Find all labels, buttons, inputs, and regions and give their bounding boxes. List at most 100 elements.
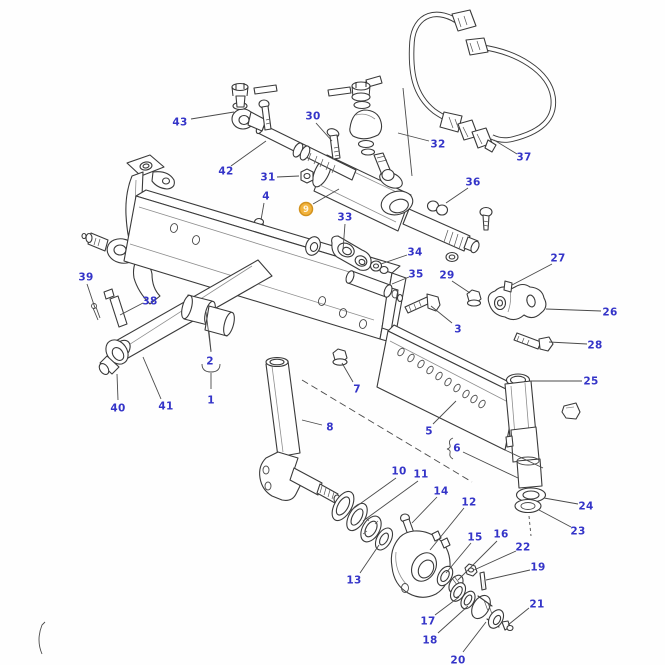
callout-37[interactable]: 37 — [516, 152, 531, 164]
callout-12[interactable]: 12 — [461, 497, 476, 509]
leader-38 — [119, 302, 144, 316]
callout-32[interactable]: 32 — [430, 139, 445, 151]
leader-26 — [545, 308, 602, 312]
callout-38[interactable]: 38 — [142, 296, 157, 308]
left-spindle-art — [91, 259, 273, 375]
clamp-art — [487, 280, 581, 420]
leader-28 — [548, 341, 588, 345]
leader-20 — [462, 621, 487, 653]
callout-42[interactable]: 42 — [218, 166, 233, 178]
callout-15[interactable]: 15 — [467, 532, 482, 544]
hydraulic-hose-art — [408, 9, 557, 153]
leader-32 — [397, 132, 430, 142]
callout-leader-lines — [86, 111, 602, 653]
callout-40[interactable]: 40 — [110, 403, 125, 415]
leader-7 — [341, 362, 354, 383]
leader-24 — [543, 497, 579, 505]
leader-30 — [315, 122, 333, 142]
callout-29[interactable]: 29 — [439, 270, 454, 282]
leader-29 — [451, 280, 471, 294]
trunnion-art — [331, 235, 482, 366]
leader-17 — [434, 596, 460, 616]
callout-11[interactable]: 11 — [413, 469, 428, 481]
highlighted-callout-9-label[interactable]: 9 — [303, 205, 309, 215]
group-brace-6 — [446, 437, 454, 460]
leader-36 — [445, 187, 469, 204]
callout-20[interactable]: 20 — [450, 655, 465, 665]
right-beam-art — [376, 324, 547, 537]
callout-7[interactable]: 7 — [353, 384, 361, 396]
leader-39 — [86, 283, 96, 309]
leader-3 — [430, 305, 453, 324]
hub-assembly-art — [331, 490, 514, 632]
group-bracket-2-1 — [201, 363, 221, 389]
highlighted-callout-9-badge[interactable] — [298, 201, 314, 217]
leader-2 — [205, 311, 212, 353]
callout-26[interactable]: 26 — [602, 307, 617, 319]
leader-12 — [429, 507, 465, 551]
tie-rod-art — [231, 82, 357, 236]
leader-40 — [116, 373, 119, 401]
leader-10 — [349, 477, 397, 512]
callout-34[interactable]: 34 — [407, 247, 422, 259]
callout-24[interactable]: 24 — [578, 501, 593, 513]
callout-35[interactable]: 35 — [408, 269, 423, 281]
callout-17[interactable]: 17 — [420, 616, 435, 628]
callout-30[interactable]: 30 — [305, 111, 320, 123]
callout-43[interactable]: 43 — [172, 117, 187, 129]
leader-34 — [380, 254, 408, 265]
leader-37 — [493, 139, 518, 155]
leader-21 — [507, 607, 530, 626]
leader-18 — [437, 605, 469, 634]
leader-8 — [301, 419, 323, 426]
leader-19 — [485, 569, 531, 581]
highlighted-callout-group: 9 — [298, 188, 340, 217]
leader-22 — [473, 550, 517, 571]
callout-21[interactable]: 21 — [529, 599, 544, 611]
callout-19[interactable]: 19 — [530, 562, 545, 574]
callout-4[interactable]: 4 — [262, 191, 270, 203]
callout-36[interactable]: 36 — [465, 177, 480, 189]
callout-18[interactable]: 18 — [422, 635, 437, 647]
leader-6 — [462, 451, 519, 479]
leader-15 — [445, 542, 472, 574]
leader-23 — [538, 509, 572, 528]
leader-41 — [142, 356, 162, 400]
leader-35 — [391, 276, 410, 285]
leader-43 — [190, 111, 235, 120]
callout-13[interactable]: 13 — [346, 575, 361, 587]
callout-22[interactable]: 22 — [515, 542, 530, 554]
callout-31[interactable]: 31 — [260, 172, 275, 184]
corner-mark — [38, 621, 46, 655]
leader-14 — [411, 496, 438, 524]
callout-8[interactable]: 8 — [326, 422, 334, 434]
leader-13 — [359, 544, 380, 574]
leader-33 — [342, 223, 346, 251]
callout-25[interactable]: 25 — [583, 376, 598, 388]
leader-42 — [230, 140, 267, 167]
callout-27[interactable]: 27 — [550, 253, 565, 265]
callout-1[interactable]: 1 — [207, 395, 215, 407]
callout-16[interactable]: 16 — [493, 529, 508, 541]
leader-27 — [511, 263, 553, 286]
leader-16 — [457, 540, 498, 581]
callout-2[interactable]: 2 — [206, 356, 214, 368]
ball-joint-stack-art — [349, 75, 413, 182]
leader-31 — [276, 175, 300, 178]
callout-41[interactable]: 41 — [158, 401, 173, 413]
leader-9 — [312, 188, 340, 205]
callout-14[interactable]: 14 — [433, 486, 448, 498]
callout-10[interactable]: 10 — [391, 466, 406, 478]
callout-28[interactable]: 28 — [587, 340, 602, 352]
callout-39[interactable]: 39 — [78, 272, 93, 284]
callout-5[interactable]: 5 — [425, 426, 433, 438]
callout-3[interactable]: 3 — [454, 324, 462, 336]
leader-11 — [362, 480, 419, 522]
callout-23[interactable]: 23 — [570, 526, 585, 538]
callout-33[interactable]: 33 — [337, 212, 352, 224]
kingpin-art — [259, 356, 473, 504]
callout-6[interactable]: 6 — [453, 443, 461, 455]
